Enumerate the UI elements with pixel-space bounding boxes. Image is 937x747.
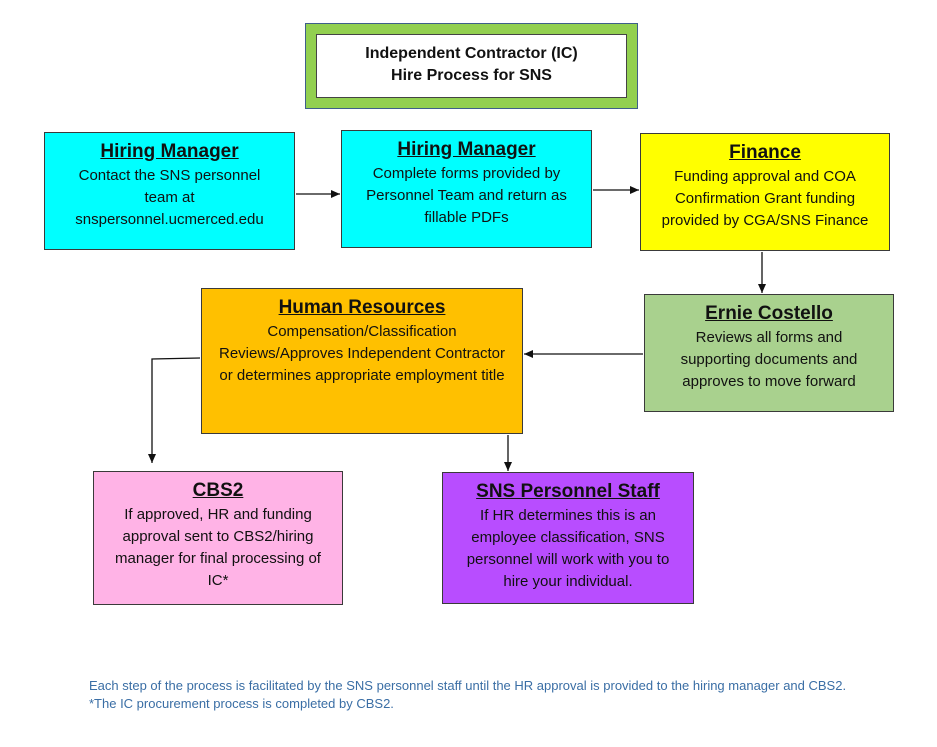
node-heading: SNS Personnel Staff [476, 481, 660, 502]
node-text: Reviews all forms and supporting documen… [680, 329, 858, 390]
node-heading: Finance [729, 142, 801, 163]
arrow-hr-to-cbs2 [148, 357, 201, 463]
node-text: Funding approval and COA Confirmation Gr… [661, 168, 869, 229]
node-hiring-manager-forms: Hiring Manager Complete forms provided b… [341, 130, 592, 248]
title-box: Independent Contractor (IC) Hire Process… [316, 34, 627, 98]
node-heading: Human Resources [278, 297, 446, 318]
footnote-ic-procurement: *The IC procurement process is completed… [89, 696, 394, 711]
node-ernie-costello: Ernie Costello Reviews all forms and sup… [644, 294, 894, 412]
node-text: If HR determines this is an employee cla… [466, 507, 670, 590]
footnote-process: Each step of the process is facilitated … [89, 678, 847, 693]
node-finance: Finance Funding approval and COA Confirm… [640, 133, 890, 251]
node-sns-personnel-staff: SNS Personnel Staff If HR determines thi… [442, 472, 694, 604]
footnote: Each step of the process is facilitated … [89, 677, 849, 713]
title-line-1: Independent Contractor (IC) [365, 45, 578, 62]
node-human-resources: Human Resources Compensation/Classificat… [201, 288, 523, 434]
node-heading: CBS2 [192, 480, 244, 501]
node-text: Compensation/Classification Reviews/Appr… [219, 323, 505, 384]
node-hiring-manager-contact: Hiring Manager Contact the SNS personnel… [44, 132, 295, 250]
node-heading: Hiring Manager [100, 141, 239, 162]
title-banner: Independent Contractor (IC) Hire Process… [305, 23, 638, 109]
title-line-2: Hire Process for SNS [391, 67, 552, 84]
node-text: Contact the SNS personnel team at snsper… [75, 167, 264, 228]
node-heading: Hiring Manager [397, 139, 536, 160]
node-cbs2: CBS2 If approved, HR and funding approva… [93, 471, 343, 605]
node-text: If approved, HR and funding approval sen… [115, 506, 321, 589]
node-text: Complete forms provided by Personnel Tea… [366, 165, 567, 226]
node-heading: Ernie Costello [705, 303, 833, 324]
